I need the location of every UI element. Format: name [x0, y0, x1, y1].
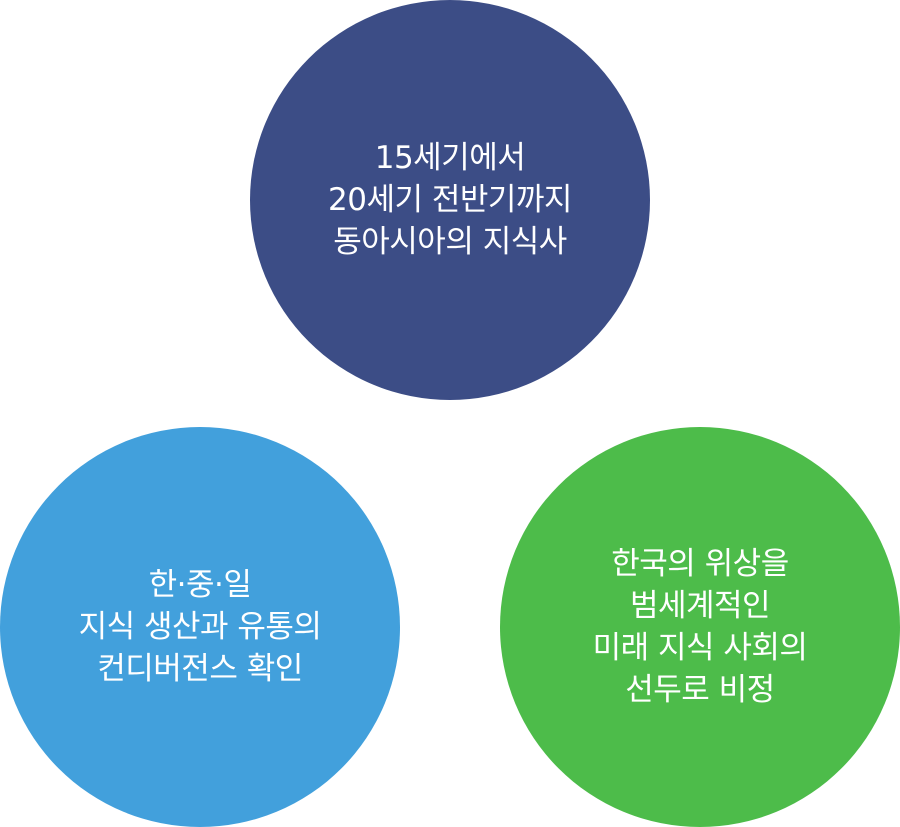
circle-convergence-line-2: 지식 생산과 유통의	[78, 609, 322, 645]
circle-vision-line-3: 미래 지식 사회의	[592, 630, 808, 666]
circle-vision-line-2: 범세계적인	[629, 588, 771, 624]
circle-history-line-3: 동아시아의 지식사	[333, 224, 567, 260]
circle-vision-line-4: 선두로 비정	[625, 672, 775, 708]
circle-vision-text: 한국의 위상을 범세계적인 미래 지식 사회의 선두로 비정	[593, 543, 808, 711]
circle-convergence-line-3: 컨디버전스 확인	[97, 651, 303, 687]
circle-convergence-text: 한·중·일 지식 생산과 유통의 컨디버전스 확인	[79, 564, 322, 690]
circle-convergence: 한·중·일 지식 생산과 유통의 컨디버전스 확인	[0, 427, 400, 827]
circle-convergence-line-1: 한·중·일	[148, 567, 252, 603]
circle-history-line-1: 15세기에서	[374, 140, 526, 176]
circle-vision: 한국의 위상을 범세계적인 미래 지식 사회의 선두로 비정	[500, 427, 900, 827]
circle-history-line-2: 20세기 전반기까지	[328, 182, 572, 218]
circle-history-text: 15세기에서 20세기 전반기까지 동아시아의 지식사	[328, 137, 572, 263]
circle-history: 15세기에서 20세기 전반기까지 동아시아의 지식사	[250, 0, 650, 400]
circle-vision-line-1: 한국의 위상을	[611, 546, 789, 582]
